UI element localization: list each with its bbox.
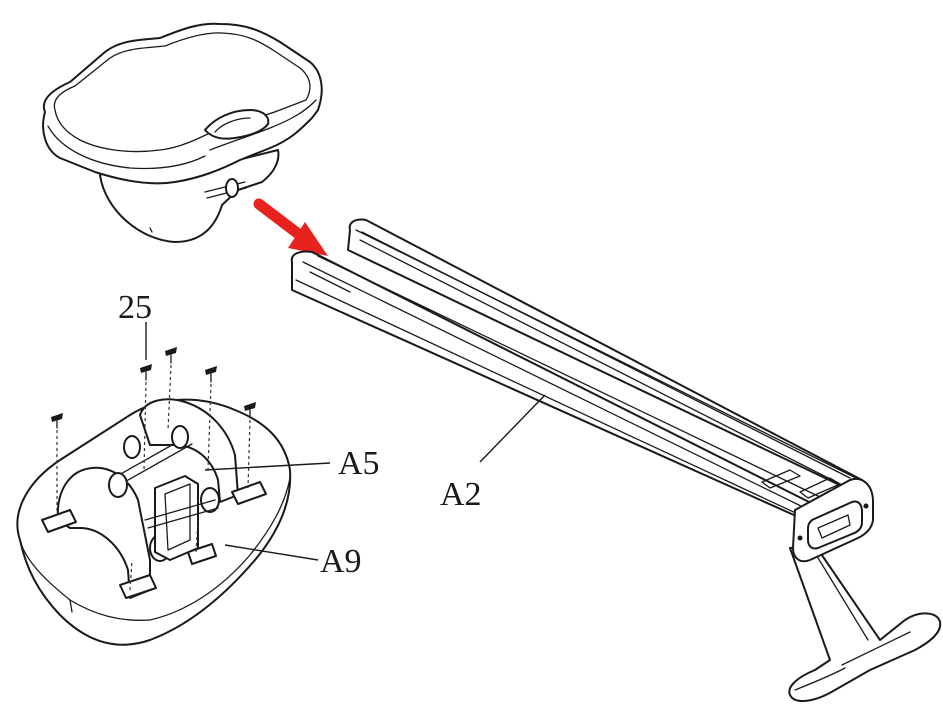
seat-cushion [42, 22, 323, 243]
roller-carriage [16, 322, 331, 646]
screw-icon [51, 347, 256, 429]
rail-assembly [290, 218, 942, 702]
label-screw-25: 25 [118, 289, 152, 326]
label-rail-a2: A2 [440, 476, 482, 513]
red-arrow-icon [253, 198, 328, 256]
label-base-plate-a9: A9 [320, 543, 362, 580]
label-bracket-a5: A5 [338, 445, 380, 482]
